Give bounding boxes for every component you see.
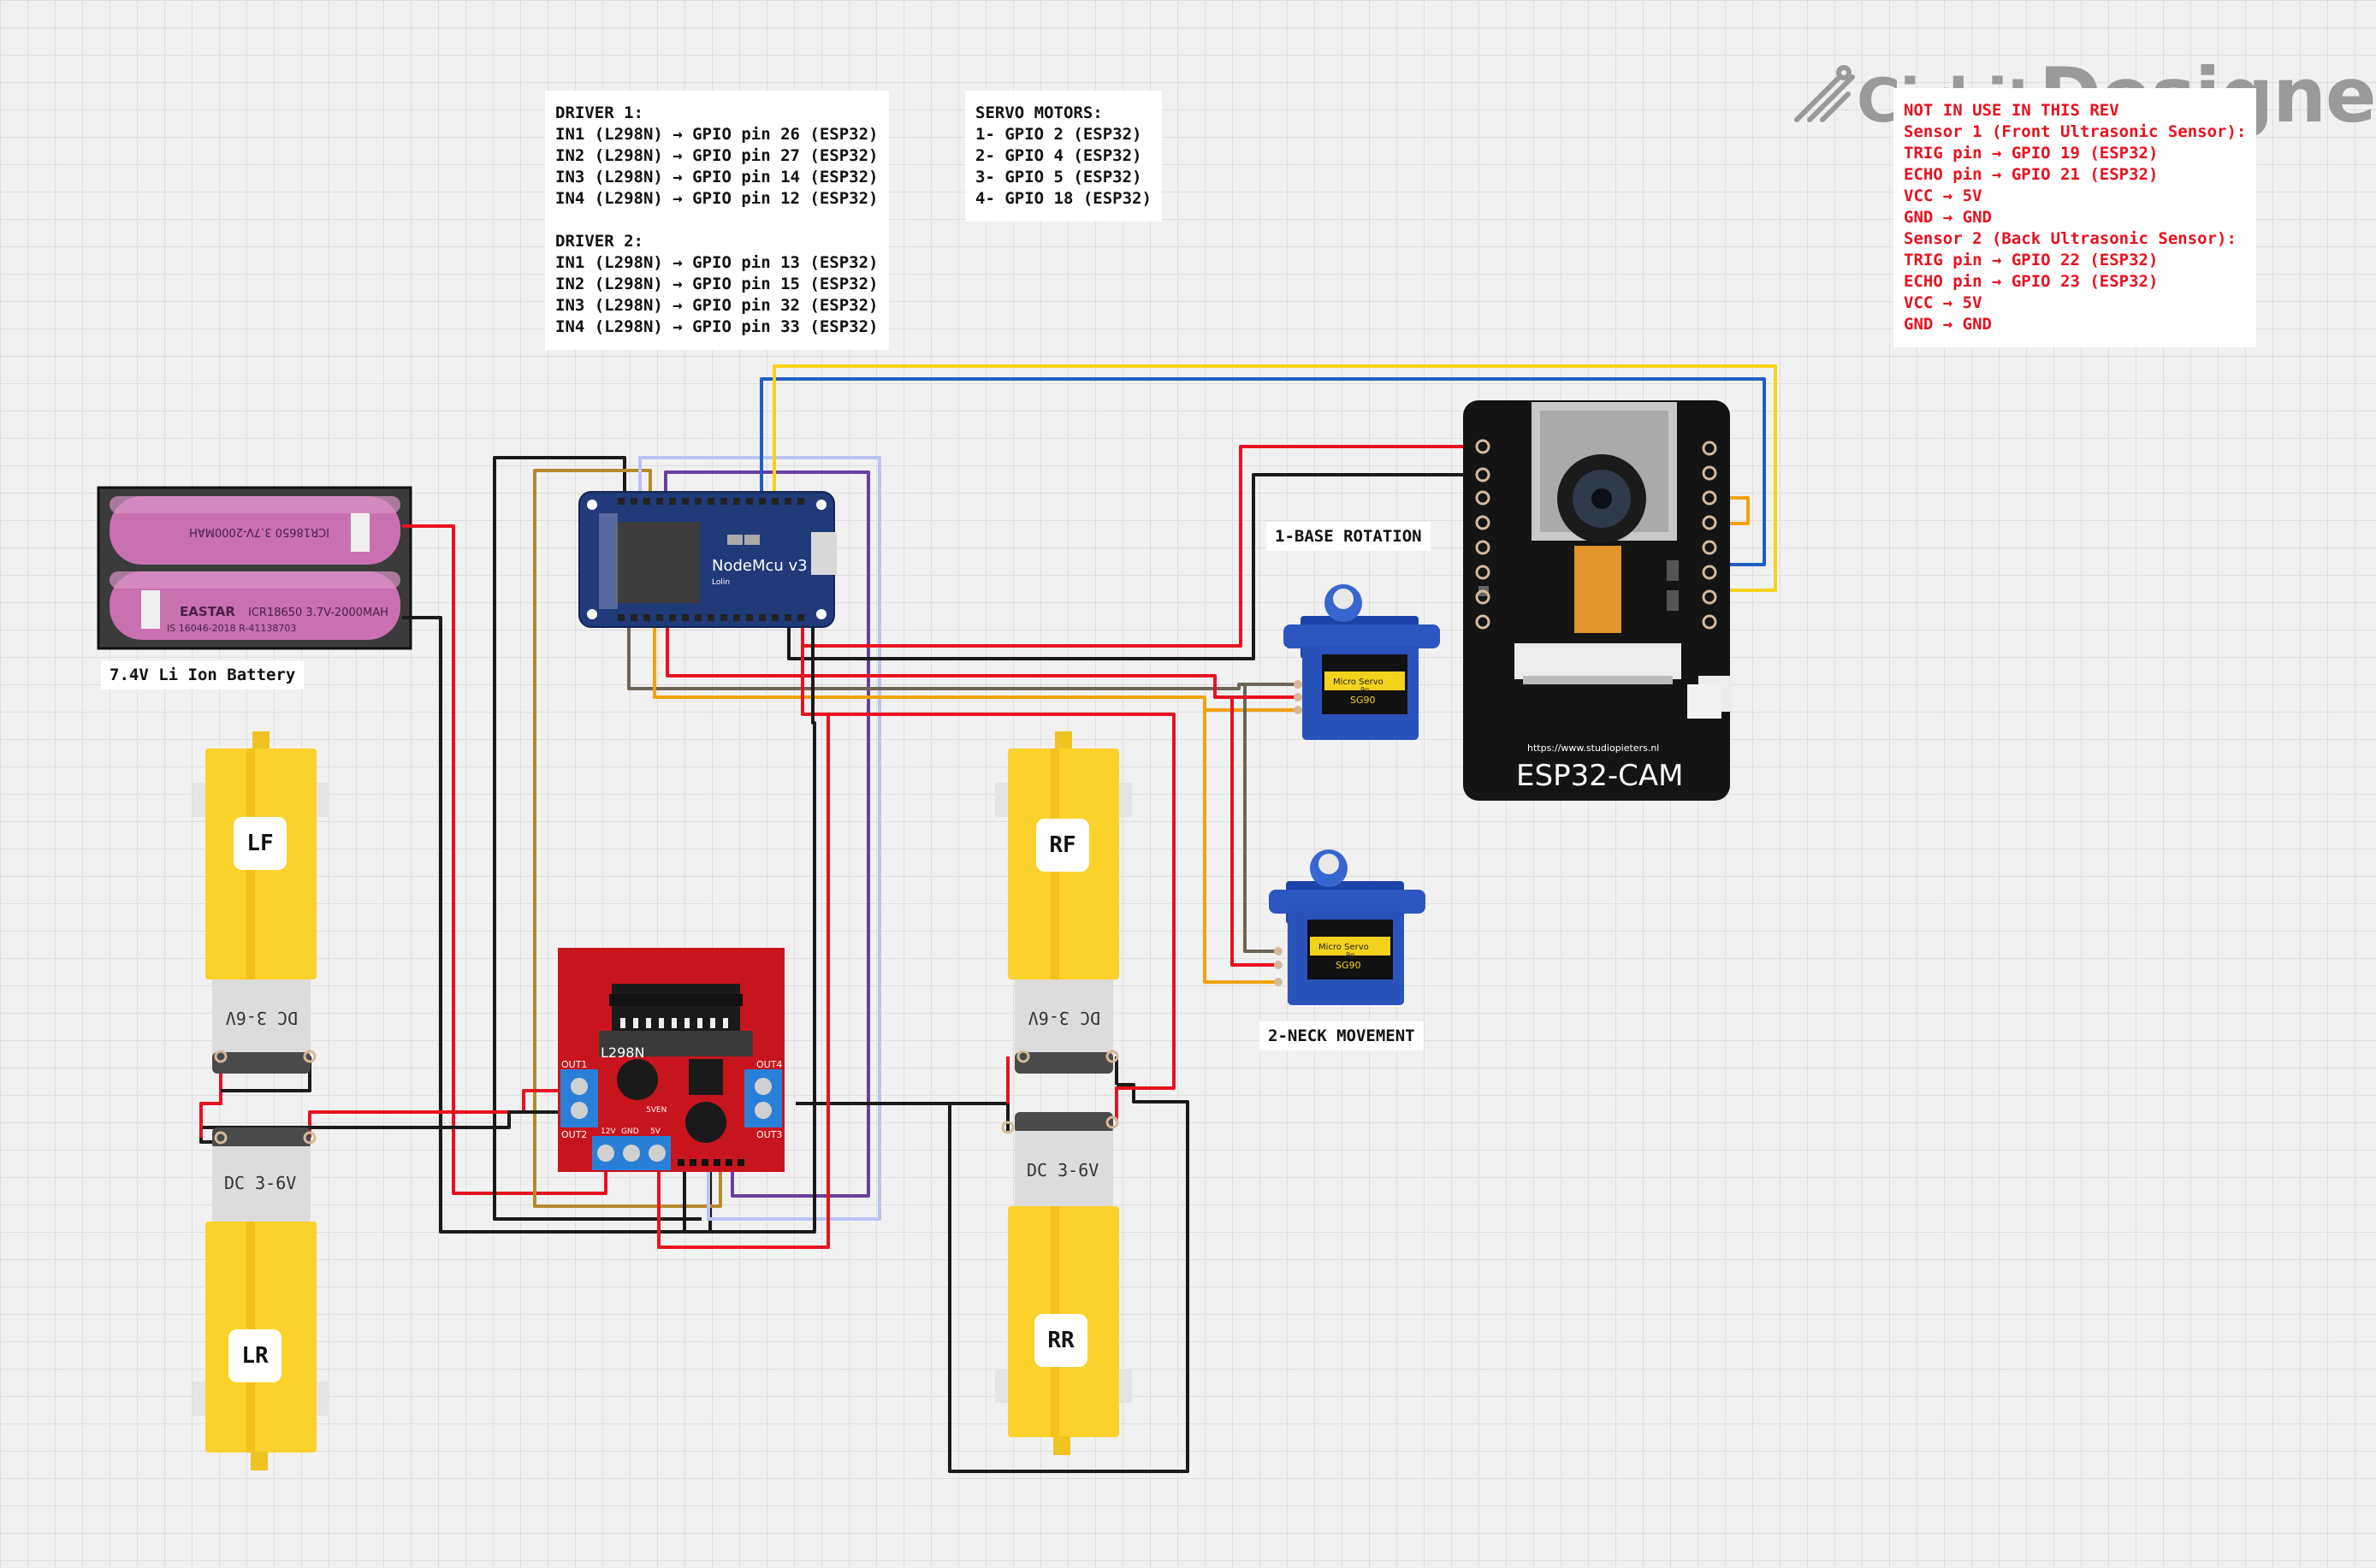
nodemcu-sub: Lolin [712,578,730,587]
wire-lightblue [638,456,881,1221]
l298n-out1: OUT1 [561,1059,587,1070]
servo1-text: Micro Servo [1333,677,1384,687]
wire-gray-servo2 [1243,683,1296,953]
wire-orange-servo1 [653,620,1296,712]
motor-rr[interactable]: DC 3-6V [995,1112,1132,1455]
wire-gray-servo1 [627,620,1296,690]
servo2-9g: 9g [1346,951,1354,959]
motor-tag-lf: LF [234,817,287,870]
wire-yellow [773,364,1777,592]
wire-battery-positive [402,524,607,1195]
l298n-driver[interactable]: L298N OUT1 OUT2 OUT3 OUT4 12V GND 5V 5VE… [558,948,785,1172]
l298n-out3: OUT3 [756,1129,782,1140]
battery-spec: ICR18650 3.7V-2000MAH [248,606,388,619]
battery-std: IS 16046-2018 R-41138703 [167,623,296,634]
servo-base-rotation[interactable]: Micro Servo 9g SG90 [1283,584,1440,740]
l298n-5ven: 5VEN [646,1106,667,1115]
esp32-pins-right [1702,441,1717,630]
motor-lr-text: DC 3-6V [224,1173,296,1193]
motor-lf-text: DC 3-6V [226,1008,298,1028]
note-drivers: DRIVER 1: IN1 (L298N) → GPIO pin 26 (ESP… [545,91,889,350]
esp32cam-url: https://www.studiopieters.nl [1527,743,1659,754]
motor-tag-rr: RR [1034,1314,1087,1367]
l298n-out2: OUT2 [561,1129,587,1140]
nodemcu-header-top [618,498,804,505]
note-servos: SERVO MOTORS: 1- GPIO 2 (ESP32) 2- GPIO … [965,91,1162,222]
wire-red-power [657,714,830,1249]
label-servo1: 1-BASE ROTATION [1266,522,1431,551]
servo1-model: SG90 [1350,695,1376,706]
wire-purple [664,470,870,1198]
battery-pack[interactable]: ICR18650 3.7V-2000MAH EASTAR ICR18650 3.… [97,486,412,650]
nodemcu-board[interactable]: NodeMcu v3 Lolin [578,491,837,628]
servo-neck-movement[interactable]: Micro Servo 9g SG90 [1269,849,1425,1005]
wire-red-esp [801,445,1483,648]
motor-tag-lr: LR [228,1329,281,1382]
l298n-gnd: GND [621,1127,639,1136]
motor-lf[interactable]: DC 3-6V [193,731,329,1074]
wire-red-servo2 [1230,695,1296,967]
wire-black-left-1 [199,1110,560,1144]
motor-rf-text: DC 3-6V [1028,1008,1100,1028]
cirkit-logo-icon [1794,65,1855,122]
wire-red-left-2 [199,1056,222,1138]
servo1-9g: 9g [1360,686,1369,694]
wire-black-power [683,620,816,1234]
esp32cam-title: ESP32-CAM [1516,759,1683,793]
note-ultrasonic: NOT IN USE IN THIS REV Sensor 1 (Front U… [1893,88,2257,347]
nodemcu-title: NodeMcu v3 [712,557,808,575]
l298n-out4: OUT4 [756,1059,782,1070]
esp32-pins-left [1475,439,1490,630]
servo2-model: SG90 [1336,960,1361,971]
motor-tag-rf: RF [1036,819,1089,872]
wire-red-left-1 [308,1089,560,1138]
wire-black-esp [787,473,1483,660]
battery-brand: EASTAR [180,604,235,619]
label-battery: 7.4V Li Ion Battery [101,660,305,689]
battery-text-top: ICR18650 3.7V-2000MAH [189,525,329,538]
l298n-12v: 12V [601,1127,616,1136]
wire-brown [533,469,722,1208]
l298n-5v: 5V [650,1127,661,1136]
wire-black-right [796,1083,1189,1473]
label-servo2: 2-NECK MOVEMENT [1259,1021,1424,1050]
motor-lr[interactable]: DC 3-6V [193,1127,329,1470]
motor-rr-text: DC 3-6V [1027,1160,1099,1180]
l298n-title: L298N [601,1044,644,1061]
wire-orange-servo2 [1203,710,1275,984]
esp32cam-board[interactable]: https://www.studiopieters.nl ESP32-CAM [1463,400,1733,801]
wires [199,364,1777,1473]
wire-blue [760,377,1766,566]
motor-rf[interactable]: DC 3-6V [995,731,1132,1074]
nodemcu-header-bottom [618,614,804,621]
servo2-text: Micro Servo [1318,943,1369,952]
wire-red-right [801,646,1176,1121]
